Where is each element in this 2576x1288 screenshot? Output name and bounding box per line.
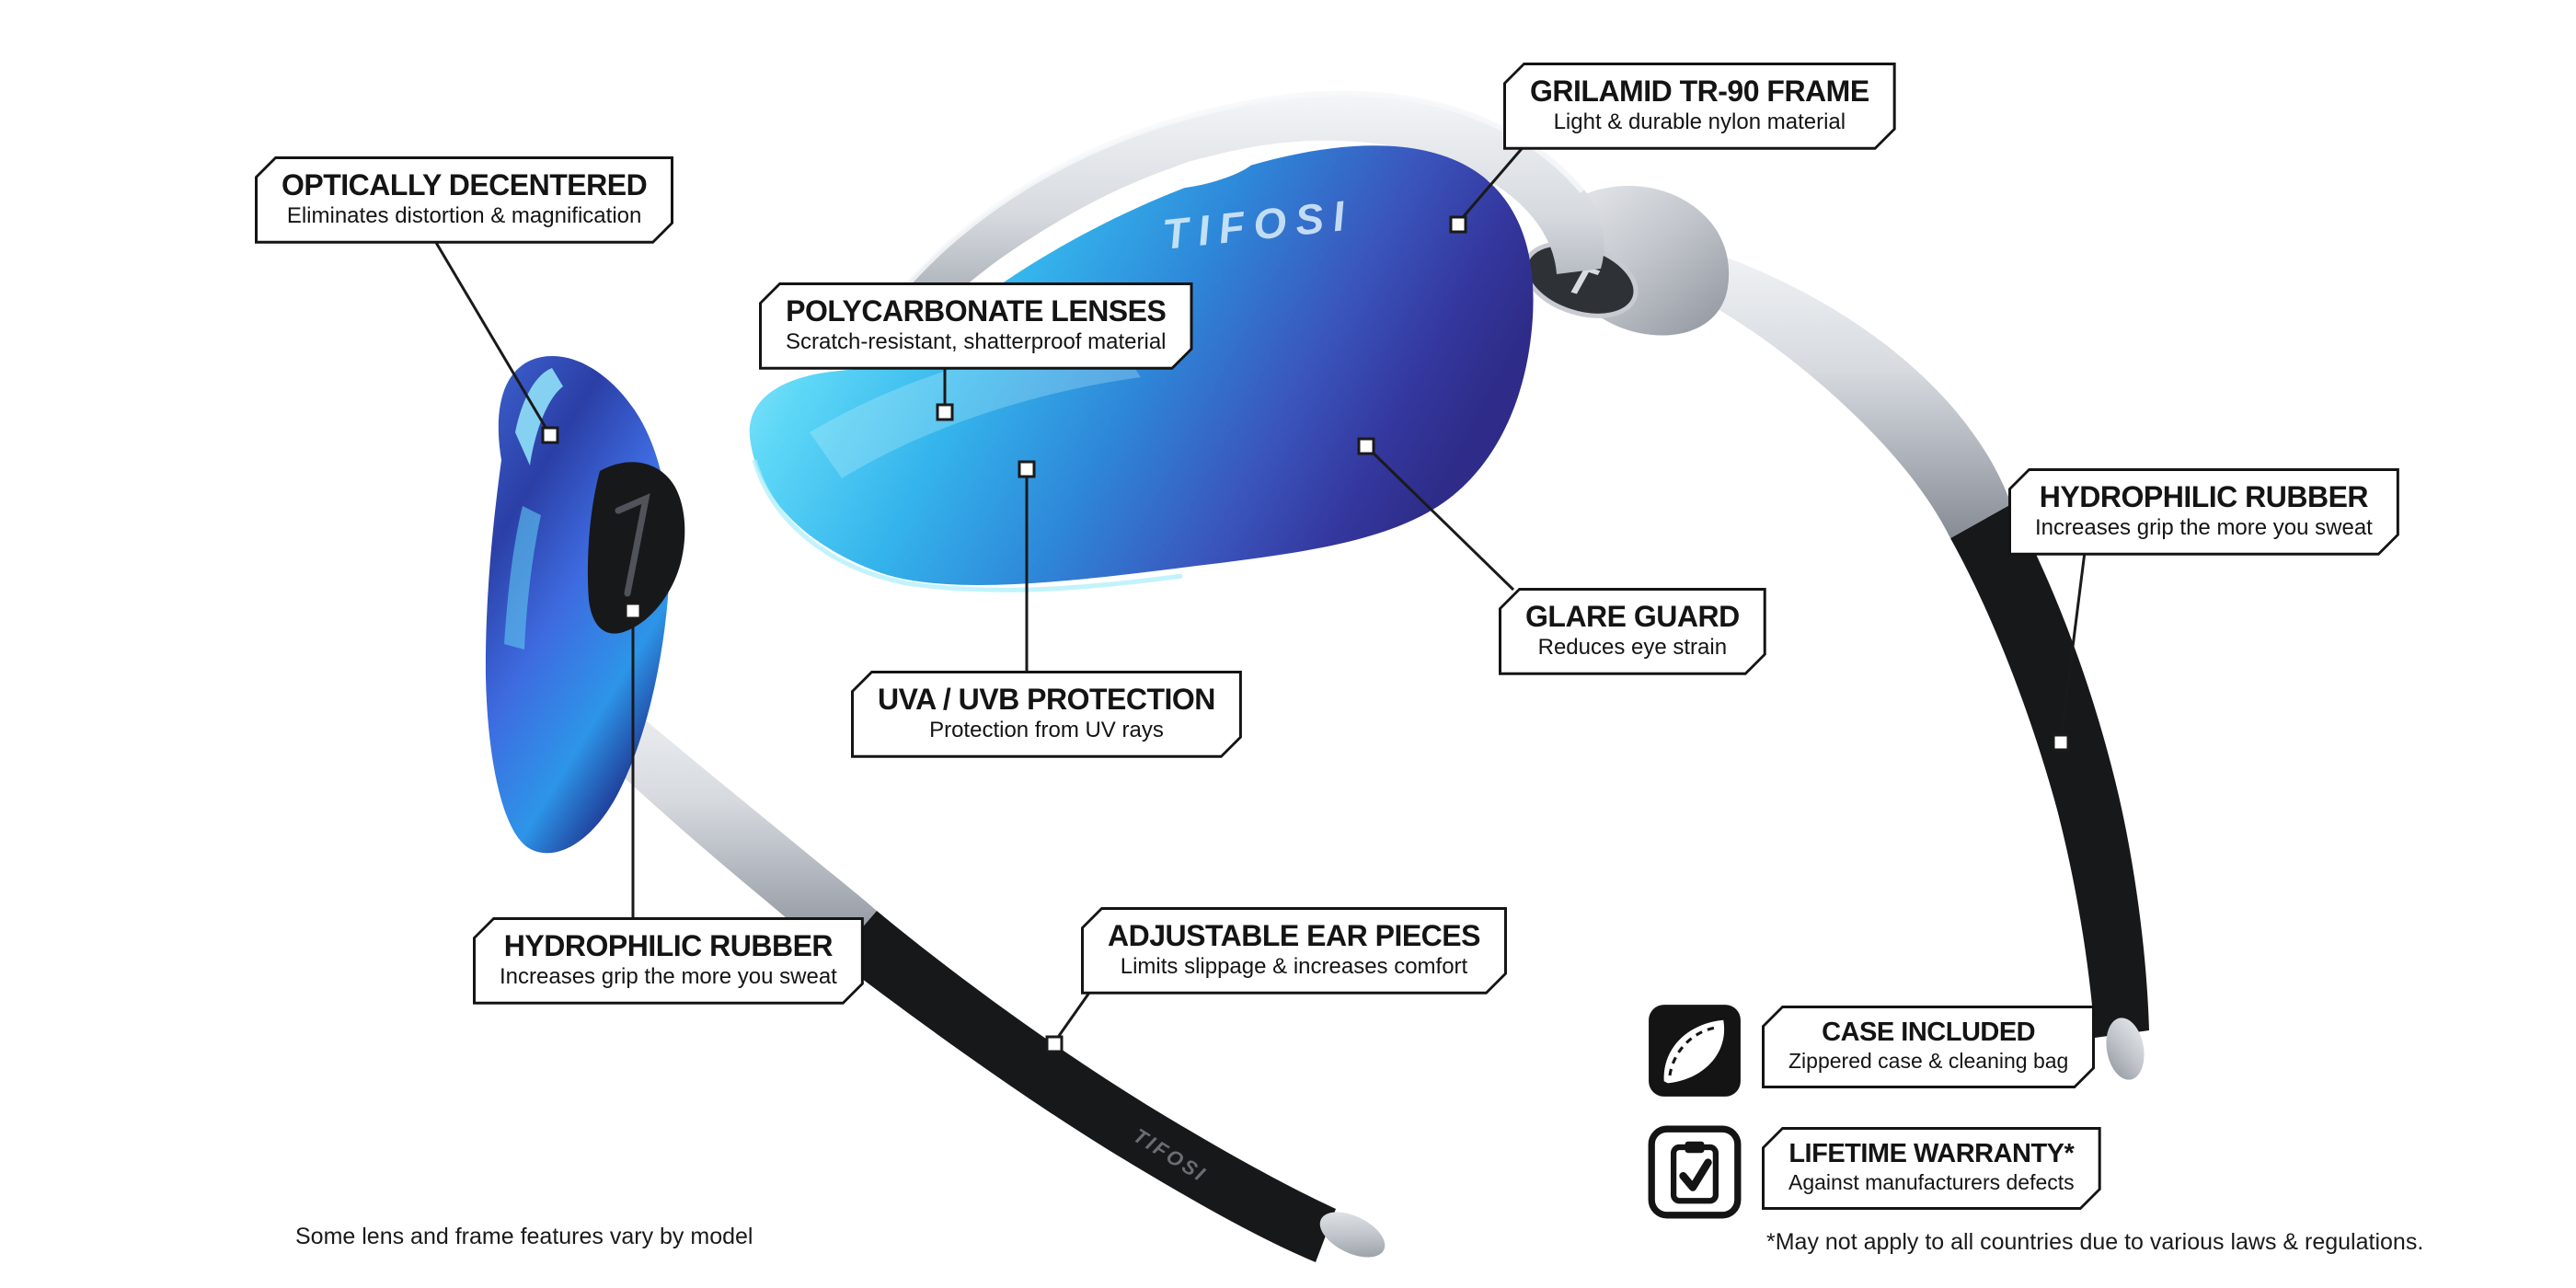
case-icon: [1647, 1003, 1742, 1098]
callout-box: ADJUSTABLE EAR PIECES Limits slippage & …: [1084, 910, 1504, 992]
badge-case-included: CASE INCLUDED Zippered case & cleaning b…: [1762, 1006, 2095, 1088]
callout-box: GLARE GUARD Reduces eye strain: [1501, 591, 1764, 673]
marker-optically-decentered: [541, 426, 559, 444]
frame-highlight: [876, 90, 1585, 322]
leader-lines: [433, 144, 2087, 1043]
callout-glare-guard: GLARE GUARD Reduces eye strain: [1499, 588, 1766, 675]
callout-box: POLYCARBONATE LENSES Scratch-resistant, …: [762, 285, 1190, 367]
leader-line-hydrophilic-temple: [2059, 551, 2087, 742]
marker-hydrophilic-temple: [2052, 733, 2070, 752]
leader-line-adjustable-ear: [1052, 992, 1091, 1043]
callout-title: HYDROPHILIC RUBBER: [503, 929, 834, 962]
leader-line-glare-guard: [1365, 445, 1515, 592]
callout-box: LIFETIME WARRANTY* Against manufacturers…: [1765, 1130, 2099, 1207]
callout-title: GLARE GUARD: [1525, 600, 1740, 633]
callout-subtitle: Increases grip the more you sweat: [2035, 514, 2373, 540]
badge-title: LIFETIME WARRANTY*: [1788, 1139, 2075, 1168]
main-lens-sheen: [810, 336, 1141, 478]
lens-vent-slot: [1151, 153, 1256, 190]
frame-bar: [874, 93, 1604, 366]
marker-adjustable-ear: [1045, 1035, 1064, 1053]
marker-glare-guard: [1357, 437, 1375, 455]
callout-subtitle: Scratch-resistant, shatterproof material: [786, 328, 1167, 354]
callout-box: HYDROPHILIC RUBBER Increases grip the mo…: [2011, 471, 2397, 553]
callout-uva-uvb-protection: UVA / UVB PROTECTION Protection from UV …: [851, 671, 1242, 758]
callout-hydrophilic-rubber-temple: HYDROPHILIC RUBBER Increases grip the mo…: [2008, 468, 2399, 556]
footnote-right: *May not apply to all countries due to v…: [1766, 1229, 2424, 1255]
callout-title: HYDROPHILIC RUBBER: [2039, 480, 2369, 513]
nose-pad-detail: [615, 493, 650, 597]
marker-polycarbonate-lenses: [936, 403, 954, 421]
callout-title: OPTICALLY DECENTERED: [282, 168, 648, 201]
left-lens-highlight-mid: [504, 506, 541, 650]
marker-uva-uvb: [1018, 460, 1036, 478]
callout-polycarbonate-lenses: POLYCARBONATE LENSES Scratch-resistant, …: [759, 282, 1193, 370]
callout-title: ADJUSTABLE EAR PIECES: [1108, 919, 1480, 952]
left-temple-rubber: [835, 911, 1336, 1262]
callout-title: POLYCARBONATE LENSES: [786, 294, 1167, 328]
callout-box: UVA / UVB PROTECTION Protection from UV …: [854, 673, 1239, 755]
callout-subtitle: Increases grip the more you sweat: [500, 963, 837, 989]
callout-box: HYDROPHILIC RUBBER Increases grip the mo…: [476, 920, 861, 1002]
callout-optically-decentered: OPTICALLY DECENTERED Eliminates distorti…: [255, 156, 673, 244]
callout-subtitle: Eliminates distortion & magnification: [286, 202, 642, 228]
callout-box: OPTICALLY DECENTERED Eliminates distorti…: [258, 159, 671, 241]
main-lens-rim-highlight: [752, 459, 1183, 592]
callout-box: CASE INCLUDED Zippered case & cleaning b…: [1765, 1008, 2092, 1086]
marker-grilamid-frame: [1449, 215, 1467, 234]
warranty-check-icon: [1647, 1124, 1742, 1220]
badge-subtitle: Zippered case & cleaning bag: [1788, 1049, 2069, 1074]
callout-subtitle: Limits slippage & increases comfort: [1120, 953, 1468, 979]
badge-title: CASE INCLUDED: [1822, 1018, 2036, 1047]
leader-line-optically-decentered: [433, 240, 552, 436]
marker-hydrophilic-nose: [624, 602, 642, 620]
callout-grilamid-frame: GRILAMID TR-90 FRAME Light & durable nyl…: [1503, 63, 1896, 150]
callout-subtitle: Reduces eye strain: [1537, 634, 1728, 660]
badge-subtitle: Against manufacturers defects: [1788, 1170, 2075, 1195]
callout-title: UVA / UVB PROTECTION: [878, 683, 1215, 716]
right-temple: [1624, 235, 2149, 1080]
right-temple-silver: [1624, 235, 2011, 538]
callout-title: GRILAMID TR-90 FRAME: [1530, 75, 1869, 108]
right-temple-tip: [2106, 1018, 2145, 1080]
right-temple-rubber: [1950, 504, 2149, 1038]
left-temple-tip: [1319, 1212, 1386, 1258]
callout-adjustable-ear-pieces: ADJUSTABLE EAR PIECES Limits slippage & …: [1081, 907, 1507, 995]
leader-line-grilamid-frame: [1456, 144, 1527, 224]
callout-box: GRILAMID TR-90 FRAME Light & durable nyl…: [1506, 65, 1893, 147]
callout-subtitle: Light & durable nylon material: [1553, 109, 1846, 134]
nose-pad: [587, 462, 685, 634]
footnote-left: Some lens and frame features vary by mod…: [295, 1224, 753, 1249]
callout-hydrophilic-rubber-nose: HYDROPHILIC RUBBER Increases grip the mo…: [473, 917, 864, 1005]
callout-subtitle: Protection from UV rays: [929, 717, 1164, 742]
badge-lifetime-warranty: LIFETIME WARRANTY* Against manufacturers…: [1762, 1127, 2101, 1210]
leader-markers: [541, 215, 2070, 1053]
